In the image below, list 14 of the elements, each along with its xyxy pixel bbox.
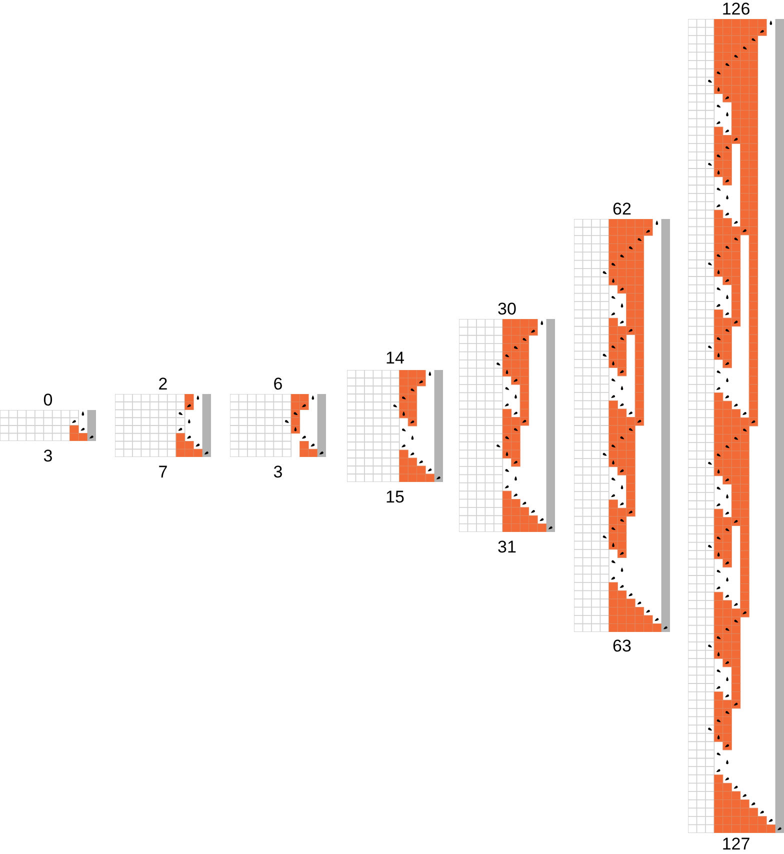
number-label: 63 xyxy=(612,638,632,654)
number-label: 6 xyxy=(273,376,283,392)
number-label: 0 xyxy=(43,392,53,408)
number-label: 62 xyxy=(612,200,632,218)
number-label: 3 xyxy=(273,464,283,480)
number-label: 14 xyxy=(386,350,404,366)
number-label: 31 xyxy=(498,538,516,556)
number-label: 3 xyxy=(43,448,53,464)
number-label: 2 xyxy=(158,376,168,392)
number-label: 127 xyxy=(722,836,750,852)
number-label: 7 xyxy=(158,464,168,480)
number-label: 15 xyxy=(386,488,404,506)
number-label: 30 xyxy=(498,300,516,318)
number-label: 126 xyxy=(722,0,750,18)
